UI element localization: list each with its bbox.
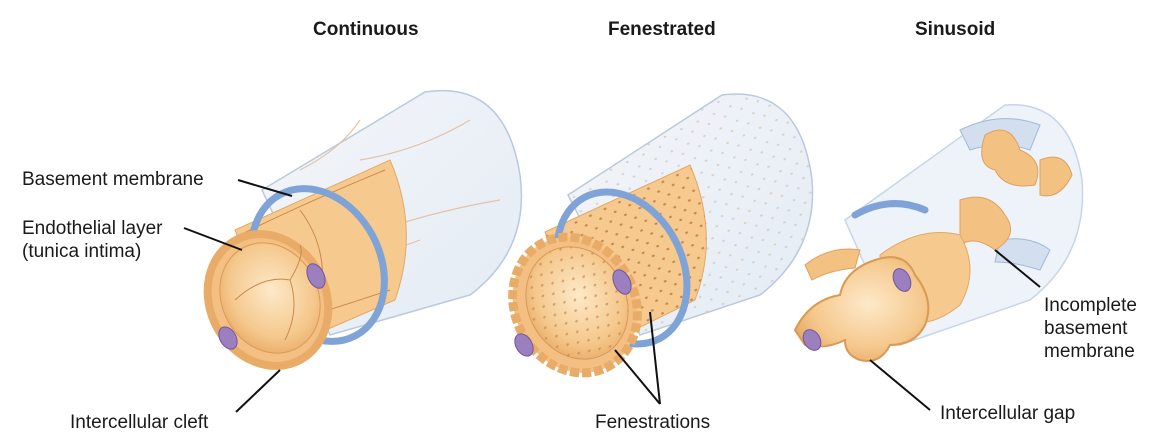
- fenestrated-capillary: [489, 94, 812, 395]
- label-incomplete-line2: basement: [1044, 317, 1137, 340]
- leader-fenestrations-1: [615, 350, 660, 404]
- leader-intercellular-cleft: [236, 370, 280, 412]
- label-basement-membrane: Basement membrane: [22, 168, 204, 191]
- title-continuous: Continuous: [313, 19, 419, 41]
- continuous-capillary: [185, 91, 522, 388]
- title-fenestrated: Fenestrated: [608, 19, 716, 41]
- title-sinusoid: Sinusoid: [915, 19, 995, 41]
- label-endothelial-layer: Endothelial layer (tunica intima): [22, 217, 162, 263]
- sinusoid-capillary: [795, 105, 1083, 361]
- label-intercellular-gap: Intercellular gap: [940, 402, 1075, 425]
- label-intercellular-cleft: Intercellular cleft: [70, 411, 208, 434]
- label-incomplete-line3: membrane: [1044, 340, 1137, 363]
- leader-intercellular-gap: [870, 360, 930, 410]
- label-endothelial-layer-line1: Endothelial layer: [22, 217, 162, 240]
- label-incomplete-line1: Incomplete: [1044, 294, 1137, 317]
- label-endothelial-layer-line2: (tunica intima): [22, 240, 162, 263]
- label-incomplete-basement-membrane: Incomplete basement membrane: [1044, 294, 1137, 363]
- label-fenestrations: Fenestrations: [595, 411, 710, 434]
